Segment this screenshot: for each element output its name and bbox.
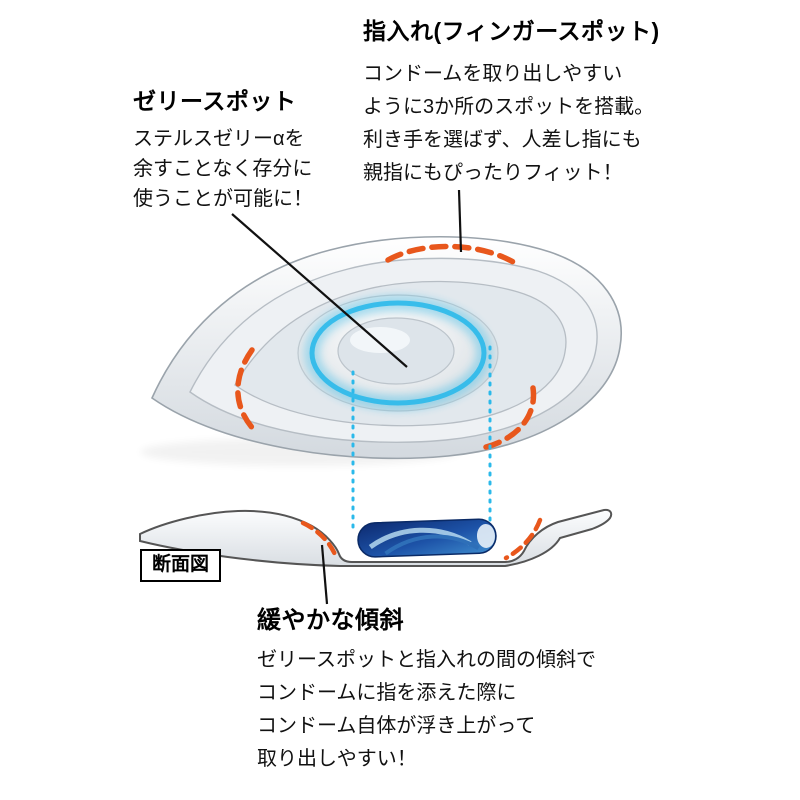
dimple-highlight: [350, 327, 410, 353]
finger-spot-callout: 指入れ(フィンガースポット) コンドームを取り出しやすい ように3か所のスポット…: [363, 12, 660, 190]
finger-spot-text-line: 利き手を選ばず、人差し指にも: [363, 129, 642, 151]
jelly-spot-text-line: 余すことなく存分に: [133, 158, 313, 180]
finger-spot-text-line: ように3か所のスポットを搭載。: [363, 96, 655, 118]
jelly-spot-text-line: ステルスゼリーαを: [133, 128, 305, 150]
slope-text-line: コンドーム自体が浮き上がって: [257, 715, 536, 737]
finger-spot-arc-left: [235, 347, 259, 435]
finger-spot-arc-right: [479, 385, 537, 451]
slope-text-line: ゼリースポットと指入れの間の傾斜で: [257, 649, 596, 671]
slope-text-line: コンドームに指を添えた際に: [257, 682, 517, 704]
jelly-glow-ring: [309, 300, 487, 406]
jelly-spot-callout: ゼリースポット ステルスゼリーαを 余すことなく存分に 使うことが可能に！: [133, 82, 313, 214]
jelly-spot-connector-line: [231, 213, 408, 368]
slope-dash-right: [503, 517, 543, 561]
finger-spot-text-line: コンドームを取り出しやすい: [363, 63, 623, 85]
cross-section-label: 断面図: [140, 549, 222, 582]
condom-package: [357, 518, 497, 558]
jelly-spot-dimple: [337, 317, 455, 385]
jelly-spot-text-line: 使うことが可能に！: [133, 188, 313, 210]
finger-spot-title: 指入れ(フィンガースポット): [363, 18, 660, 44]
slope-connector-line: [320, 544, 329, 605]
finger-spot-text-line: 親指にもぴったりフィット！: [363, 162, 623, 184]
slope-title: 緩やかな傾斜: [257, 607, 404, 634]
top-view-illustration: [150, 235, 622, 460]
slope-text-line: 取り出しやすい！: [257, 748, 417, 770]
finger-spot-arc-top: [385, 243, 523, 269]
slope-dash-left: [300, 520, 339, 560]
cross-section-illustration: [139, 508, 613, 567]
cross-section-shell: [139, 508, 613, 567]
slope-callout: 緩やかな傾斜 ゼリースポットと指入れの間の傾斜で コンドームに指を添えた際に コ…: [257, 600, 596, 776]
jelly-spot-title: ゼリースポット: [133, 88, 297, 114]
finger-spot-connector-line: [457, 189, 463, 253]
